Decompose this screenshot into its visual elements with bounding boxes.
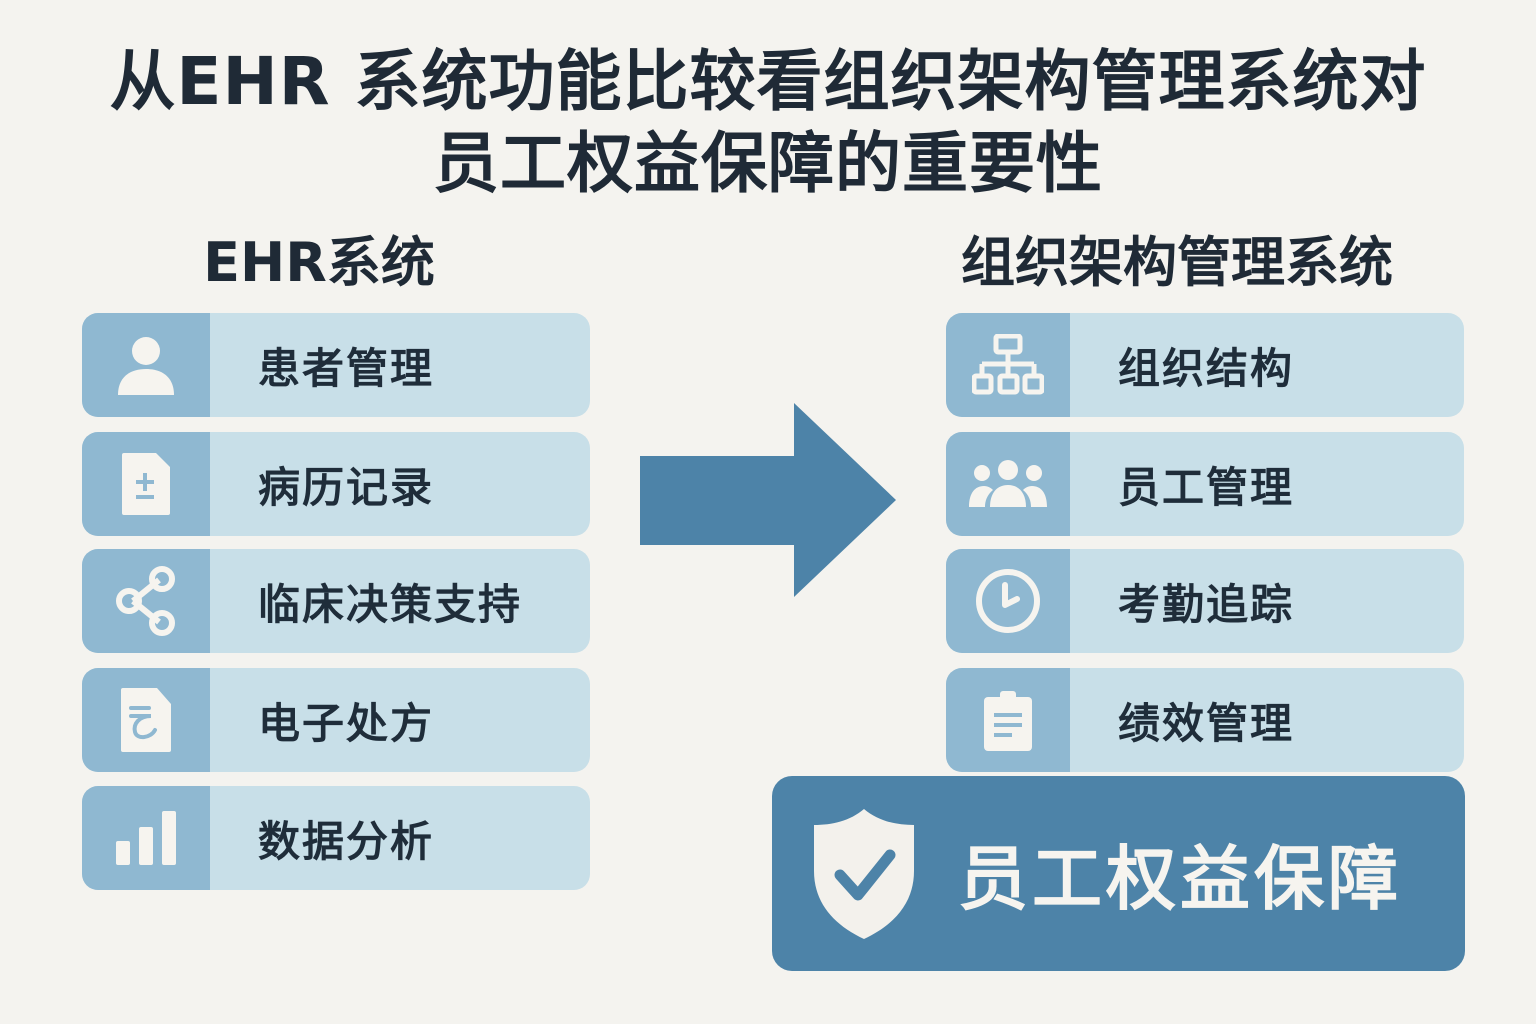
medical-record-icon xyxy=(82,432,210,536)
org-item-performance-management: 绩效管理 xyxy=(946,668,1464,772)
users-group-icon xyxy=(946,432,1070,536)
item-label: 绩效管理 xyxy=(1118,698,1295,748)
banner-label: 员工权益保障 xyxy=(958,838,1402,920)
prescription-icon xyxy=(82,668,210,772)
employee-rights-banner: 员工权益保障 xyxy=(772,776,1465,971)
org-item-employee-management: 员工管理 xyxy=(946,432,1464,536)
item-label: 数据分析 xyxy=(258,816,435,866)
clipboard-icon xyxy=(946,668,1070,772)
page-title-line-2: 员工权益保障的重要性 xyxy=(433,125,1103,202)
ehr-column-heading: EHR系统 xyxy=(203,231,435,294)
item-label: 临床决策支持 xyxy=(258,579,523,629)
org-column-heading: 组织架构管理系统 xyxy=(961,231,1393,294)
item-label: 电子处方 xyxy=(258,698,435,748)
ehr-item-data-analysis: 数据分析 xyxy=(82,786,590,890)
user-icon xyxy=(82,313,210,417)
clock-icon xyxy=(946,549,1070,653)
bar-chart-icon xyxy=(82,786,210,890)
org-chart-icon xyxy=(946,313,1070,417)
share-nodes-icon xyxy=(82,549,210,653)
item-label: 患者管理 xyxy=(258,343,435,393)
shield-check-icon xyxy=(814,808,914,939)
item-label: 员工管理 xyxy=(1118,462,1295,512)
org-item-org-structure: 组织结构 xyxy=(946,313,1464,417)
ehr-item-clinical-decision-support: 临床决策支持 xyxy=(82,549,590,653)
item-label: 组织结构 xyxy=(1118,343,1295,393)
arrow-right-icon xyxy=(640,403,896,597)
item-label: 考勤追踪 xyxy=(1118,579,1295,629)
ehr-item-patient-management: 患者管理 xyxy=(82,313,590,417)
page-title-line-1: 从EHR 系统功能比较看组织架构管理系统对 xyxy=(109,43,1427,120)
org-item-attendance-tracking: 考勤追踪 xyxy=(946,549,1464,653)
ehr-item-medical-records: 病历记录 xyxy=(82,432,590,536)
ehr-item-e-prescription: 电子处方 xyxy=(82,668,590,772)
item-label: 病历记录 xyxy=(258,462,435,512)
